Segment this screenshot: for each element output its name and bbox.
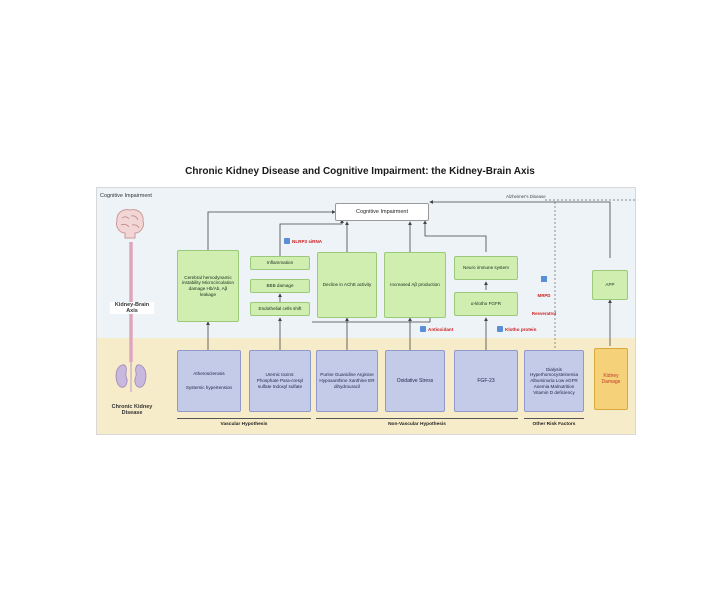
other-underline xyxy=(524,418,584,419)
nonvascular-underline xyxy=(316,418,518,419)
cognitive-impairment-label: Cognitive Impairment xyxy=(100,193,152,199)
drug-icon xyxy=(541,276,547,282)
cognitive-impairment-box: Cognitive Impairment xyxy=(335,203,429,221)
vascular-hypothesis-label: Vascular Hypothesis xyxy=(220,422,268,427)
mrpd-therapy: MRPD Resveratrol xyxy=(529,276,559,320)
kidney-damage-box: Kidney Damage xyxy=(594,348,628,410)
drug-icon xyxy=(284,238,290,244)
abeta-production-box: Increased Aβ production xyxy=(384,252,446,318)
antioxidant-therapy: Antioxidant xyxy=(420,326,453,332)
ckd-label: Chronic Kidney Disease xyxy=(111,404,153,416)
inflammation-box: Inflammation xyxy=(250,256,310,270)
nlrp3-therapy: NLRP3 siRNA xyxy=(284,238,322,244)
neuro-immune-box: Neuro immune system xyxy=(454,256,518,280)
atherosclerosis-text: Atherosclerosis xyxy=(193,371,225,377)
oxidative-stress-box: Oxidative Stress xyxy=(385,350,445,412)
other-risk-factors-label: Other Risk Factors xyxy=(532,422,576,427)
klotho-protein-therapy: Klotho protein xyxy=(497,326,536,332)
systemic-hypertension-text: Systemic hypertension xyxy=(185,385,233,390)
klotho-fgfr-box: α-klotho FGFR xyxy=(454,292,518,316)
uremic-list: Phosphate Para-cresyl sulfate Indoxyl su… xyxy=(256,378,304,389)
app-box: APP xyxy=(592,270,628,300)
vascular-underline xyxy=(177,418,311,419)
kidneys-icon xyxy=(115,362,147,392)
diagram-title: Chronic Kidney Disease and Cognitive Imp… xyxy=(185,166,535,177)
brain-icon xyxy=(116,209,144,239)
fgf23-box: FGF-23 xyxy=(454,350,518,412)
cerebral-hemodynamic-box: Cerebral hemodynamic instability Microci… xyxy=(177,250,239,322)
endothelial-box: Endothelial cells shift xyxy=(250,302,310,316)
nonvascular-hypothesis-label: Non-Vascular Hypothesis xyxy=(388,422,446,427)
ache-decline-box: Decline in AChE activity xyxy=(317,252,377,318)
uremic-title: Uremic toxins: xyxy=(265,372,295,378)
bbb-damage-box: BBB damage xyxy=(250,279,310,293)
atherosclerosis-box: Atherosclerosis Systemic hypertension xyxy=(177,350,241,412)
purine-box: Purine Guanidine Arginine Hypoxanthine X… xyxy=(316,350,378,412)
drug-icon xyxy=(420,326,426,332)
diagram-panel xyxy=(96,187,636,435)
alzheimers-label: Alzheimer's Disease xyxy=(506,194,546,199)
kidney-brain-axis-label: Kidney-Brain Axis xyxy=(110,302,154,314)
other-risk-factors-box: Dialysis Hyperhomocysteinemia Albuminuri… xyxy=(524,350,584,412)
uremic-toxins-box: Uremic toxins: Phosphate Para-cresyl sul… xyxy=(249,350,311,412)
drug-icon xyxy=(497,326,503,332)
